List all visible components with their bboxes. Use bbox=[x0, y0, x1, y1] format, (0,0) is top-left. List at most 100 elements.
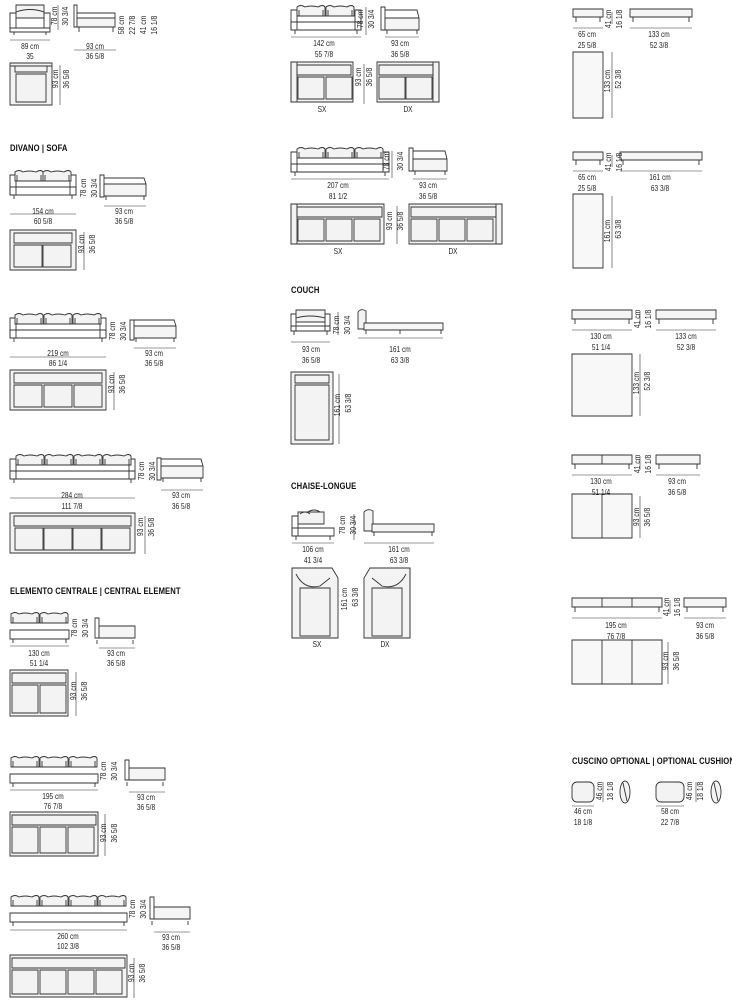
bench4-side-icon bbox=[656, 455, 700, 469]
chaise-dx-label: DX bbox=[380, 640, 390, 649]
central3-top-depth: 93 cm bbox=[99, 823, 108, 843]
sofa3-width: 219 cm bbox=[47, 349, 69, 358]
term3-front-icon bbox=[291, 147, 389, 177]
bench4-depth: 93 cm bbox=[668, 477, 686, 486]
heading-sofa: DIVANO | SOFA bbox=[10, 143, 68, 153]
term3-top-depth: 93 cm bbox=[385, 211, 394, 231]
couch-top-length-in: 63 3/8 bbox=[344, 393, 353, 413]
sofa3-front-icon bbox=[10, 313, 106, 343]
couch-length: 161 cm bbox=[389, 345, 411, 354]
armchair-front-icon bbox=[10, 5, 50, 35]
central2-top-depth-in: 36 5/8 bbox=[80, 681, 89, 701]
bench1-front-icon bbox=[573, 9, 603, 22]
bench5-height-in: 16 1/8 bbox=[673, 597, 682, 617]
cushion2-width: 58 cm bbox=[661, 807, 679, 816]
armchair-depth-in: 36 5/8 bbox=[85, 52, 105, 61]
bench2-top-icon bbox=[573, 194, 603, 268]
sofa3-top-depth-in: 36 5/8 bbox=[118, 374, 127, 394]
bench3-length: 133 cm bbox=[675, 332, 697, 341]
couch-front-icon bbox=[291, 310, 330, 335]
central4-width-in: 102 3/8 bbox=[57, 942, 79, 951]
heading-optional-cushion: CUSCINO OPTIONAL | OPTIONAL CUSHION bbox=[572, 756, 732, 766]
sofa4-width-in: 111 7/8 bbox=[61, 502, 83, 511]
bench2-top-length-in: 63 3/8 bbox=[614, 219, 623, 239]
sofa4-top-depth: 93 cm bbox=[136, 517, 145, 537]
bench2-height-in: 16 1/8 bbox=[615, 152, 624, 172]
bench1-height: 41 cm bbox=[604, 9, 613, 29]
term2-front-icon bbox=[291, 5, 361, 35]
term3-top-depth-in: 36 5/8 bbox=[396, 211, 405, 231]
heading-chaise-longue: CHAISE-LONGUE bbox=[291, 481, 357, 491]
sofa4-depth-in: 36 5/8 bbox=[171, 502, 191, 511]
central3-depth: 93 cm bbox=[137, 793, 155, 802]
central2-top-depth: 93 cm bbox=[69, 681, 78, 701]
bench5-top-icon bbox=[572, 640, 662, 684]
central4-depth-in: 36 5/8 bbox=[161, 943, 181, 952]
chaise-sx-label: SX bbox=[312, 640, 322, 649]
bench5-side-icon bbox=[684, 598, 726, 612]
cushion2-height-in: 18 1/8 bbox=[696, 781, 705, 801]
central4-depth: 93 cm bbox=[162, 933, 180, 942]
heading-central-element: ELEMENTO CENTRALE | CENTRAL ELEMENT bbox=[10, 586, 181, 596]
bench3-height-in: 16 1/8 bbox=[644, 309, 653, 329]
sofa2-height: 78 cm bbox=[79, 178, 88, 198]
central3-front-icon bbox=[10, 756, 98, 788]
armchair-seat-height: 41 cm bbox=[139, 15, 148, 35]
sofa2-top-depth: 93 cm bbox=[77, 234, 86, 254]
cushion2-side-icon bbox=[711, 781, 721, 803]
bench3-top-length-in: 52 3/8 bbox=[643, 371, 652, 391]
bench1-top-icon bbox=[573, 52, 603, 118]
central3-depth-in: 36 5/8 bbox=[136, 803, 156, 812]
couch-top-icon bbox=[291, 372, 333, 444]
armchair-side-icon bbox=[74, 5, 115, 32]
term2-height: 78 cm bbox=[356, 9, 365, 29]
chaise-length: 161 cm bbox=[388, 545, 410, 554]
sofa3-depth-in: 36 5/8 bbox=[144, 359, 164, 368]
armchair-seat-height-in: 16 1/8 bbox=[150, 15, 159, 35]
bench2-front-icon bbox=[573, 152, 603, 165]
central4-height: 78 cm bbox=[128, 899, 137, 919]
bench3-front-icon bbox=[572, 310, 632, 324]
heading-couch: COUCH bbox=[291, 285, 320, 295]
term2-sx-label: SX bbox=[317, 105, 327, 114]
central2-depth-in: 36 5/8 bbox=[106, 659, 126, 668]
bench1-top-length-in: 52 3/8 bbox=[614, 69, 623, 89]
armchair-depth: 93 cm bbox=[86, 42, 104, 51]
armchair-height-in: 30 3/4 bbox=[61, 6, 70, 26]
bench1-width: 65 cm bbox=[578, 30, 596, 39]
bench2-length: 161 cm bbox=[649, 173, 671, 182]
term2-depth-in: 36 5/8 bbox=[390, 50, 410, 59]
cushion2-width-in: 22 7/8 bbox=[660, 818, 680, 827]
bench2-height: 41 cm bbox=[604, 152, 613, 172]
bench3-width: 130 cm bbox=[590, 332, 612, 341]
bench4-depth-in: 36 5/8 bbox=[667, 488, 687, 497]
sofa3-top-depth: 93 cm bbox=[107, 374, 116, 394]
chaise-top-length-in: 63 3/8 bbox=[351, 587, 360, 607]
armchair-width-in: 35 bbox=[26, 52, 34, 61]
central3-height: 78 cm bbox=[99, 761, 108, 781]
bench5-width-in: 76 7/8 bbox=[606, 632, 626, 641]
term3-width: 207 cm bbox=[327, 181, 349, 190]
sofa3-width-in: 86 1/4 bbox=[48, 359, 68, 368]
sofa3-side-icon bbox=[130, 320, 176, 342]
sofa4-height: 78 cm bbox=[137, 461, 146, 481]
bench5-top-depth-in: 36 5/8 bbox=[672, 651, 681, 671]
bench3-side-icon bbox=[656, 310, 716, 324]
chaise-width: 106 cm bbox=[302, 545, 324, 554]
term2-width-in: 55 7/8 bbox=[314, 50, 334, 59]
term2-top-depth-in: 36 5/8 bbox=[365, 67, 374, 87]
term3-height-in: 30 3/4 bbox=[396, 151, 405, 171]
cushion1-side-icon bbox=[620, 781, 630, 803]
central4-side-icon bbox=[150, 897, 190, 925]
term2-depth: 93 cm bbox=[391, 39, 409, 48]
bench5-depth-in: 36 5/8 bbox=[695, 632, 715, 641]
bench3-width-in: 51 1/4 bbox=[591, 343, 611, 352]
sofa2-front-icon bbox=[10, 170, 76, 200]
chaise-front-icon bbox=[292, 510, 334, 540]
cushion1-width-in: 18 1/8 bbox=[573, 818, 593, 827]
sofa2-top-icon bbox=[10, 230, 76, 270]
bench4-width: 130 cm bbox=[590, 477, 612, 486]
bench3-top-icon bbox=[572, 354, 632, 416]
bench1-side-icon bbox=[630, 9, 692, 22]
central4-top-depth-in: 36 5/8 bbox=[138, 963, 147, 983]
